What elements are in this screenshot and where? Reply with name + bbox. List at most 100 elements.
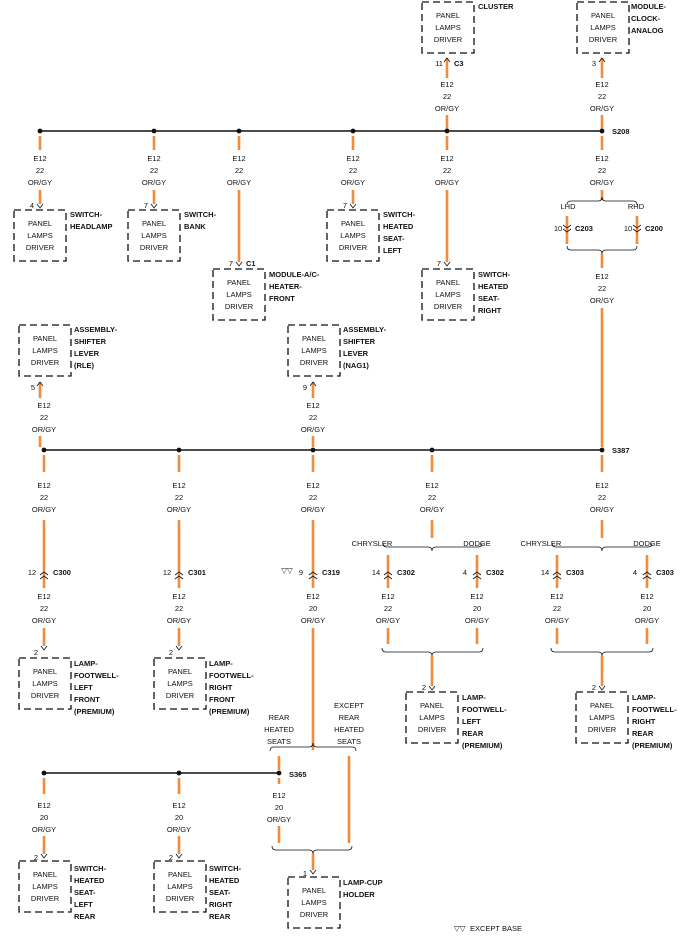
rear-heated-label: HEATED — [264, 725, 294, 734]
rear-left-pin — [40, 853, 48, 859]
c303-split-brace — [551, 542, 653, 552]
rear-left-box — [18, 860, 72, 913]
footwell-right-rear-name-line: FOOTWELL- — [632, 705, 677, 714]
shifter-rle-label-lamps: LAMPS — [32, 346, 57, 355]
footwell-right-rear-name-line: REAR — [632, 729, 654, 738]
c301-pin-number: 12 — [163, 568, 171, 577]
heated-left-pin-number: 7 — [343, 201, 347, 210]
fw-lf-label-driver: DRIVER — [31, 691, 60, 700]
shifter-rle-box — [18, 324, 72, 377]
module-clock-name-line: CLOCK- — [631, 14, 661, 23]
cup-holder-box — [287, 876, 341, 929]
wire-clock-color: OR/GY — [590, 104, 614, 113]
wire-c303-dodge-circuit: E12 — [640, 592, 653, 601]
wire-nag1-gauge: 22 — [309, 413, 317, 422]
switch-rear-heated-left-name-line: LEFT — [74, 900, 93, 909]
headlamp-pin — [36, 203, 44, 209]
footwell-right-rear-name-line: (PREMIUM) — [632, 741, 673, 750]
c303-b-chevron — [642, 571, 652, 576]
footwell-left-front-name-line: LEFT — [74, 683, 93, 692]
legend-text: EXCEPT BASE — [470, 924, 522, 933]
c1-label: C1 — [246, 259, 256, 268]
switch-rear-heated-left-name-line: SEAT- — [74, 888, 96, 897]
c300-pin-number: 12 — [28, 568, 36, 577]
switch-rear-heated-left-name-line: SWITCH- — [74, 864, 107, 873]
c303-label-b: C303 — [656, 568, 674, 577]
s365-dot — [276, 770, 282, 776]
except-rear-heated-label: SEATS — [337, 737, 361, 746]
switch-rear-heated-right-name-line: SEAT- — [209, 888, 231, 897]
wire-s387-feed-circuit: E12 — [595, 272, 608, 281]
wire-c302-chrysler-color: OR/GY — [376, 616, 400, 625]
footwell-left-rear-pin — [428, 685, 436, 691]
lhd-label: LHD — [560, 202, 576, 211]
cluster-name-line: CLUSTER — [478, 2, 514, 11]
rhd-label: RHD — [628, 202, 645, 211]
heated-right-pin-number: 7 — [437, 259, 441, 268]
wire-rle-color: OR/GY — [32, 425, 56, 434]
fw-lf-label-lamps: LAMPS — [32, 679, 57, 688]
wire-c302-dodge-circuit: E12 — [470, 592, 483, 601]
wire-s208-drop3-circuit: E12 — [346, 154, 359, 163]
wire-s365-drop1-circuit: E12 — [172, 801, 185, 810]
c3-label: C3 — [454, 59, 464, 68]
c302-a-chevron — [383, 571, 393, 576]
wire-clock-circuit: E12 — [595, 80, 608, 89]
heated-left-label-panel: PANEL — [341, 219, 365, 228]
c203-label: C203 — [575, 224, 593, 233]
wire-s365-cup-circuit: E12 — [272, 791, 285, 800]
headlamp-pin-number: 4 — [30, 201, 34, 210]
heated-right-pin — [443, 261, 451, 267]
heated-right-label-panel: PANEL — [436, 278, 460, 287]
c303-a-chevron — [552, 571, 562, 576]
footwell-left-front-name-line: FOOTWELL- — [74, 671, 119, 680]
ac-heater-box — [212, 268, 266, 321]
shifter-rle-name-line: (RLE) — [74, 361, 94, 370]
shifter-nag1-label-driver: DRIVER — [300, 358, 329, 367]
bank-pin — [150, 203, 158, 209]
headlamp-label-panel: PANEL — [28, 219, 52, 228]
wire-c300-color: OR/GY — [32, 616, 56, 625]
wire-s387-drop4-color: OR/GY — [590, 505, 614, 514]
c301-label: C301 — [188, 568, 206, 577]
wire-s365-drop1-color: OR/GY — [167, 825, 191, 834]
wire-c302-chrysler-gauge: 22 — [384, 604, 392, 613]
cup-holder-label-panel: PANEL — [302, 886, 326, 895]
switch-rear-heated-right-name-line: RIGHT — [209, 900, 233, 909]
c302-merge-brace — [381, 647, 484, 657]
wire-s208-drop1-color: OR/GY — [142, 178, 166, 187]
rear-left-label-driver: DRIVER — [31, 894, 60, 903]
s387-dot — [429, 447, 435, 453]
c301-chevron — [174, 571, 184, 576]
wire-cluster-gauge: 22 — [443, 92, 451, 101]
rear-right-label-panel: PANEL — [168, 870, 192, 879]
footwell-left-rear-label-driver: DRIVER — [418, 725, 447, 734]
c203-chevron — [562, 224, 572, 229]
wire-s208-drop5-circuit: E12 — [595, 154, 608, 163]
wire-c300-circuit: E12 — [37, 592, 50, 601]
wire-s208-drop2-color: OR/GY — [227, 178, 251, 187]
switch-rear-heated-right-name-line: SWITCH- — [209, 864, 242, 873]
module-clock-label-panel: PANEL — [591, 11, 615, 20]
wire-s208-drop0-gauge: 22 — [36, 166, 44, 175]
c303-label-a: C303 — [566, 568, 584, 577]
shifter-rle-label-driver: DRIVER — [31, 358, 60, 367]
wire-s208-drop5-color: OR/GY — [590, 178, 614, 187]
switch-heated-seat-right-name-line: SWITCH- — [478, 270, 511, 279]
cluster-label-panel: PANEL — [436, 11, 460, 20]
heated-left-pin — [349, 203, 357, 209]
footwell-left-rear-name-line: FOOTWELL- — [462, 705, 507, 714]
c302-dodge-label: DODGE — [463, 539, 491, 548]
shifter-nag1-name-line: LEVER — [343, 349, 369, 358]
wire-s208-drop4-color: OR/GY — [435, 178, 459, 187]
c303-dodge-label: DODGE — [633, 539, 661, 548]
wire-cluster-circuit: E12 — [440, 80, 453, 89]
shifter-nag1-label-panel: PANEL — [302, 334, 326, 343]
heated-left-label-lamps: LAMPS — [340, 231, 365, 240]
s365-dot — [176, 770, 182, 776]
wire-s387-drop0-circuit: E12 — [37, 481, 50, 490]
rear-left-label-panel: PANEL — [33, 870, 57, 879]
s387-label: S387 — [612, 446, 630, 455]
c300-chevron — [39, 571, 49, 576]
c302-b-chevron — [472, 571, 482, 576]
